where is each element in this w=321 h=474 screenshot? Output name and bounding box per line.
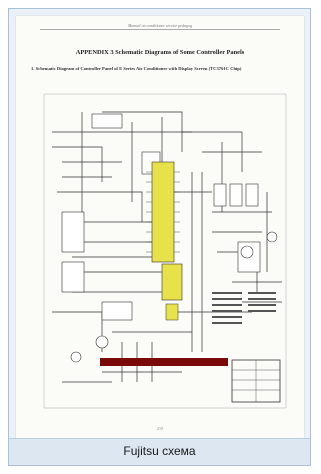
image-caption[interactable]: Fujitsu схема bbox=[123, 444, 196, 458]
document-page[interactable]: Manual on conditioner service pedagog AP… bbox=[16, 16, 304, 438]
running-head: Manual on conditioner service pedagog bbox=[128, 23, 192, 28]
schematic-diagram bbox=[43, 93, 287, 409]
page-number: 219 bbox=[157, 426, 163, 431]
caption-bar: Fujitsu схема bbox=[9, 438, 310, 465]
diagram-subtitle: 1. Schematic Diagram of Controller Panel… bbox=[31, 66, 242, 71]
appendix-title: APPENDIX 3 Schematic Diagrams of Some Co… bbox=[75, 49, 245, 56]
header-rule bbox=[40, 29, 280, 30]
image-frame: Manual on conditioner service pedagog AP… bbox=[8, 8, 311, 466]
